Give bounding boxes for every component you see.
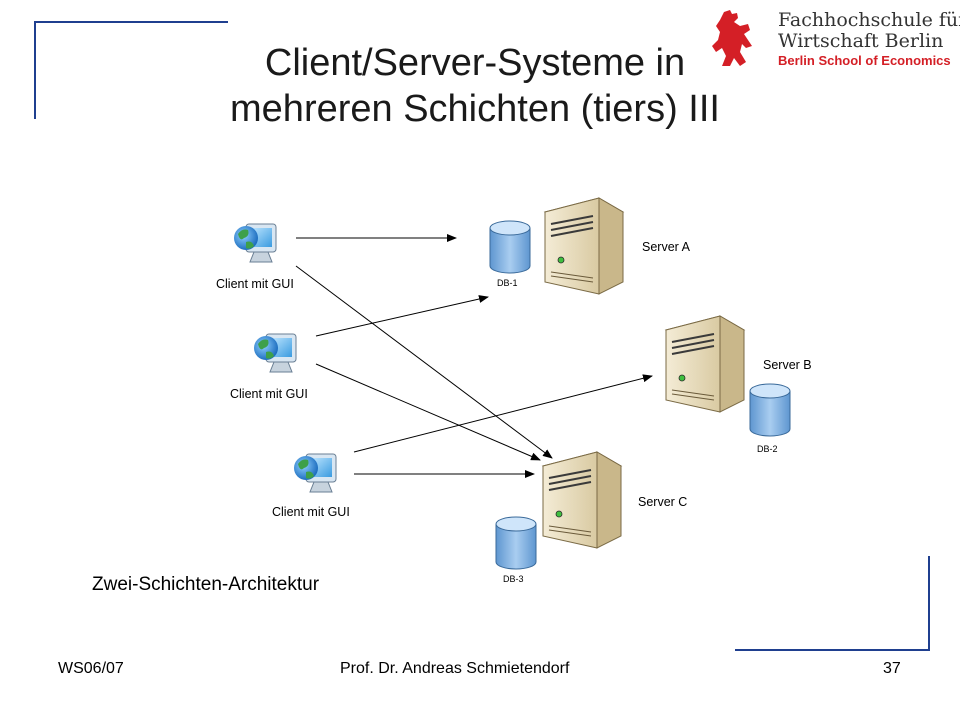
client-2: Client mit GUI — [230, 333, 308, 401]
top-left-horizontal-line — [34, 21, 228, 23]
database-icon-db3 — [495, 516, 537, 570]
client-3-label: Client mit GUI — [272, 505, 350, 519]
footer-semester: WS06/07 — [58, 660, 124, 677]
logo-line-3: Berlin School of Economics — [778, 53, 951, 68]
school-logo: Fachhochschule für Wirtschaft Berlin Ber… — [706, 8, 960, 72]
client-1-label: Client mit GUI — [216, 277, 294, 291]
bottom-right-horizontal-line — [735, 649, 930, 651]
arrow-client2-db1 — [315, 295, 489, 337]
db2-label: DB-2 — [757, 444, 778, 454]
logo-text: Fachhochschule für Wirtschaft Berlin Ber… — [778, 10, 960, 70]
arrow-client3-server-b — [353, 374, 653, 453]
client-2-label: Client mit GUI — [230, 387, 308, 401]
globe-monitor-icon — [234, 223, 277, 263]
database-icon-db1 — [489, 220, 531, 274]
globe-monitor-icon — [294, 453, 337, 493]
berlin-bear-icon — [712, 10, 752, 66]
db1-label: DB-1 — [497, 278, 518, 288]
title-line-2: mehreren Schichten (tiers) III — [230, 88, 720, 130]
server-tower-icon — [664, 315, 746, 413]
footer-author: Prof. Dr. Andreas Schmietendorf — [340, 660, 570, 677]
slide-title: Client/Server-Systeme in mehreren Schich… — [150, 40, 800, 132]
database-icon-db2 — [749, 383, 791, 437]
footer-page-number: 37 — [883, 660, 901, 677]
arrow-client1-server-c — [295, 265, 553, 459]
title-line-1: Client/Server-Systeme in — [264, 42, 686, 84]
arrow-client2-server-c — [315, 363, 541, 461]
server-c: DB-3 Server C — [495, 451, 687, 584]
logo-line-2: Wirtschaft Berlin — [778, 30, 944, 52]
server-tower-icon — [541, 451, 623, 549]
server-a: DB-1 Server A — [489, 197, 691, 295]
bottom-right-vertical-line — [928, 556, 930, 651]
db3-label: DB-3 — [503, 574, 524, 584]
client-1: Client mit GUI — [216, 223, 294, 291]
logo-line-1: Fachhochschule für — [778, 9, 960, 31]
client-3: Client mit GUI — [272, 453, 350, 519]
top-left-vertical-line — [34, 21, 36, 119]
architecture-caption: Zwei-Schichten-Architektur — [92, 574, 320, 595]
globe-monitor-icon — [254, 333, 297, 373]
server-b: DB-2 Server B — [664, 315, 812, 454]
server-a-label: Server A — [642, 240, 691, 254]
connection-arrows — [295, 234, 653, 478]
server-c-label: Server C — [638, 495, 687, 509]
server-b-label: Server B — [763, 358, 812, 372]
server-tower-icon — [543, 197, 625, 295]
